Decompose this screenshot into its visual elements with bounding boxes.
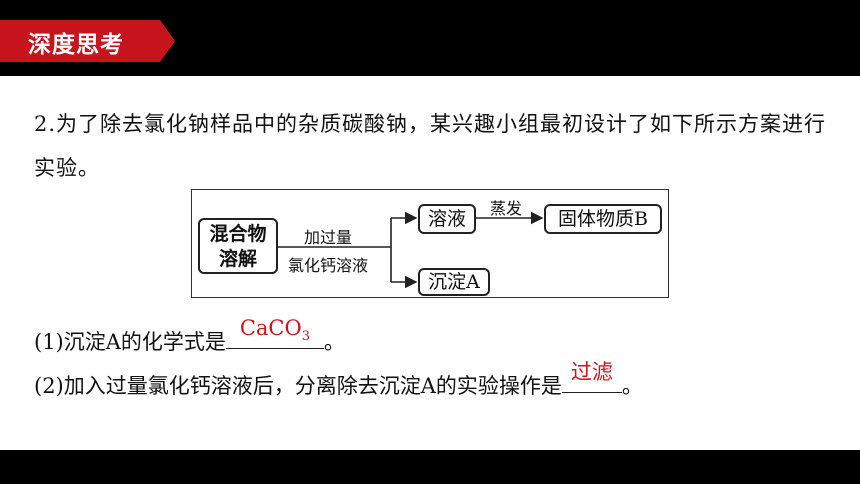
mixture-label: 混合物 bbox=[209, 223, 267, 245]
sub-question-1-suffix: 。 bbox=[323, 330, 345, 354]
solution-box: 溶液 bbox=[418, 204, 476, 234]
bottom-bar bbox=[0, 450, 860, 484]
solid-b-box: 固体物质B bbox=[544, 204, 662, 234]
mixture-dissolve-box: 混合物 溶解 bbox=[198, 218, 278, 274]
title-banner: 深度思考 bbox=[0, 20, 175, 62]
page-title: 深度思考 bbox=[28, 32, 124, 58]
answer-blank-1: CaCO3 bbox=[225, 316, 324, 349]
sub-question-2-suffix: 。 bbox=[621, 374, 643, 398]
evaporate-label: 蒸发 bbox=[490, 199, 523, 218]
sub-question-2: (2)加入过量氯化钙溶液后，分离除去沉淀A的实验操作是过滤。 bbox=[34, 360, 643, 400]
reagent-top-label: 加过量 bbox=[304, 228, 353, 247]
sub-question-2-text: (2)加入过量氯化钙溶液后，分离除去沉淀A的实验操作是 bbox=[34, 374, 562, 398]
sub-question-1: (1)沉淀A的化学式是 CaCO3 。 bbox=[34, 316, 345, 356]
dissolve-label: 溶解 bbox=[218, 248, 257, 270]
flow-diagram: 混合物 溶解 加过量 氯化钙溶液 溶液 蒸发 固体物质B 沉淀A bbox=[191, 189, 669, 298]
question-stem: 2.为了除去氯化钠样品中的杂质碳酸钠，某兴趣小组最初设计了如下所示方案进行实验。 bbox=[34, 112, 827, 180]
sub-question-1-text: (1)沉淀A的化学式是 bbox=[34, 330, 226, 354]
answer-blank-2: 过滤 bbox=[561, 360, 622, 393]
flow-arrows bbox=[278, 211, 544, 289]
answer-2: 过滤 bbox=[570, 360, 613, 384]
precipitate-a-box: 沉淀A bbox=[418, 268, 490, 296]
answer-1: CaCO3 bbox=[239, 316, 310, 345]
reagent-bottom-label: 氯化钙溶液 bbox=[288, 256, 369, 275]
